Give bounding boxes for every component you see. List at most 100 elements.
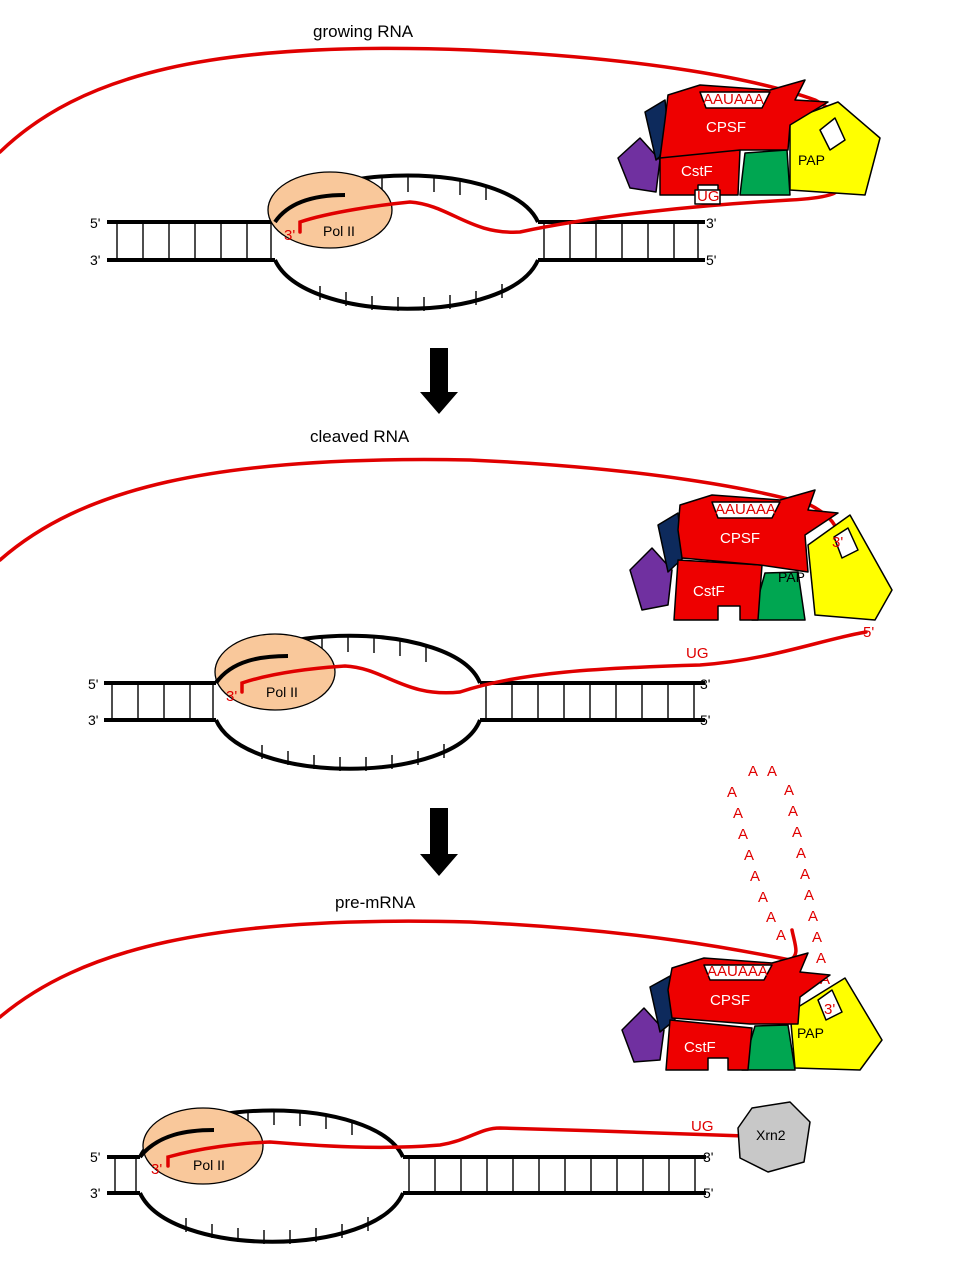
dna-3prime-left: 3' [90, 1185, 100, 1201]
cleavage-complex [629, 489, 893, 621]
poly-a-residue: A [744, 847, 754, 864]
panel-pre-mrna: pre-mRNA A A A A A A A A A A A A A A A A… [0, 763, 883, 1244]
pap-label: PAP [798, 152, 825, 168]
ug-label: UG [691, 1118, 714, 1135]
cstf-subunit [659, 149, 741, 196]
poly-a-residue: A [800, 866, 810, 883]
poly-a-residue: A [776, 927, 786, 944]
pol-ii-enzyme [142, 1107, 264, 1185]
poly-a-residue: A [808, 908, 818, 925]
pap-subunit [789, 101, 881, 196]
cleavage-complex [617, 79, 881, 205]
ug-label: UG [686, 645, 709, 662]
poly-a-residue: A [750, 868, 760, 885]
pap-label: PAP [778, 569, 805, 585]
aauaaa-box [703, 964, 773, 981]
dna-3prime-right: 3' [700, 676, 710, 692]
cstf-label: CstF [681, 163, 713, 180]
dna-3prime-left: 3' [88, 712, 98, 728]
dna-3prime-right: 3' [706, 215, 716, 231]
dna-3prime-left: 3' [90, 252, 100, 268]
bubble-rungs [185, 1110, 369, 1244]
poly-a-residue: A [748, 763, 758, 780]
xrn2-label: Xrn2 [756, 1127, 786, 1143]
cleaved-3prime-label: 3' [824, 1001, 835, 1018]
pap-pocket [817, 989, 843, 1021]
poly-a-residue: A [727, 784, 737, 801]
xrn2-exonuclease [737, 1101, 811, 1173]
dna-5prime-left: 5' [90, 1149, 100, 1165]
cstf-subunit [665, 1019, 753, 1071]
cpsf-subunit [659, 79, 829, 159]
panel-title: cleaved RNA [310, 427, 410, 446]
poly-a-residue: A [784, 782, 794, 799]
dna-5prime-right: 5' [706, 252, 716, 268]
dna-rungs-left [116, 222, 272, 260]
pap-subunit [807, 514, 893, 621]
purple-subunit [629, 547, 673, 611]
down-arrow-2 [420, 808, 458, 876]
cleaved-3prime-label: 3' [832, 534, 843, 551]
panel-title: growing RNA [313, 22, 414, 41]
purple-subunit [621, 1007, 665, 1063]
pol-ii-enzyme [214, 633, 336, 711]
dna-5prime-left: 5' [90, 215, 100, 231]
dna-5prime-right: 5' [700, 712, 710, 728]
down-arrow-1 [420, 348, 458, 414]
cleavage-complex [621, 952, 883, 1071]
cpsf-label: CPSF [710, 992, 750, 1009]
green-subunit [739, 149, 791, 196]
pol-ii-label: Pol II [266, 684, 298, 700]
nascent-rna [240, 630, 868, 695]
aauaaa-label: AAUAAA [703, 91, 764, 108]
dna-rungs-right [543, 222, 699, 260]
dna-rungs-left [111, 683, 214, 720]
aauaaa-label: AAUAAA [715, 501, 776, 518]
poly-a-residue: A [766, 909, 776, 926]
dna-3prime-right: 3' [703, 1149, 713, 1165]
panel-cleaved-rna: cleaved RNA [0, 427, 893, 771]
pol-ii-label: Pol II [323, 223, 355, 239]
nascent-rna [166, 1126, 747, 1168]
poly-a-residue: A [733, 805, 743, 822]
dna-rungs-right [485, 683, 695, 720]
cstf-label: CstF [693, 583, 725, 600]
rna-3prime-label: 3' [284, 227, 295, 244]
aauaaa-box [711, 501, 781, 519]
panel-growing-rna: growing RNA [0, 22, 881, 311]
ug-label: UG [697, 188, 720, 205]
rna-3prime-label: 3' [151, 1161, 162, 1178]
cpsf-label: CPSF [706, 119, 746, 136]
rna-3prime-label: 3' [226, 688, 237, 705]
cpsf-label: CPSF [720, 530, 760, 547]
pol-ii-template-strand [214, 654, 289, 685]
panel-title: pre-mRNA [335, 893, 416, 912]
poly-a-residue: A [788, 803, 798, 820]
pol-ii-template-strand [138, 1128, 215, 1159]
poly-a-residue: A [816, 950, 826, 967]
pol-ii-label: Pol II [193, 1157, 225, 1173]
cstf-label: CstF [684, 1039, 716, 1056]
pap-pocket [833, 527, 859, 559]
dna-rungs-right [408, 1157, 696, 1193]
downstream-5prime-label: 5' [863, 624, 874, 641]
aauaaa-box [699, 91, 771, 109]
dna-rungs-left [114, 1157, 137, 1193]
dna-5prime-right: 5' [703, 1185, 713, 1201]
poly-a-residue: A [804, 887, 814, 904]
pap-subunit [789, 977, 883, 1071]
purple-subunit [617, 137, 661, 193]
pap-label: PAP [797, 1025, 824, 1041]
poly-a-residue: A [812, 929, 822, 946]
poly-a-residue: A [758, 889, 768, 906]
poly-a-residue: A [792, 824, 802, 841]
aauaaa-label: AAUAAA [707, 963, 768, 980]
poly-a-residue: A [796, 845, 806, 862]
ug-box [694, 189, 721, 205]
nascent-rna [298, 188, 838, 234]
pap-pocket [819, 117, 846, 151]
dna-5prime-left: 5' [88, 676, 98, 692]
poly-a-residue: A [738, 826, 748, 843]
